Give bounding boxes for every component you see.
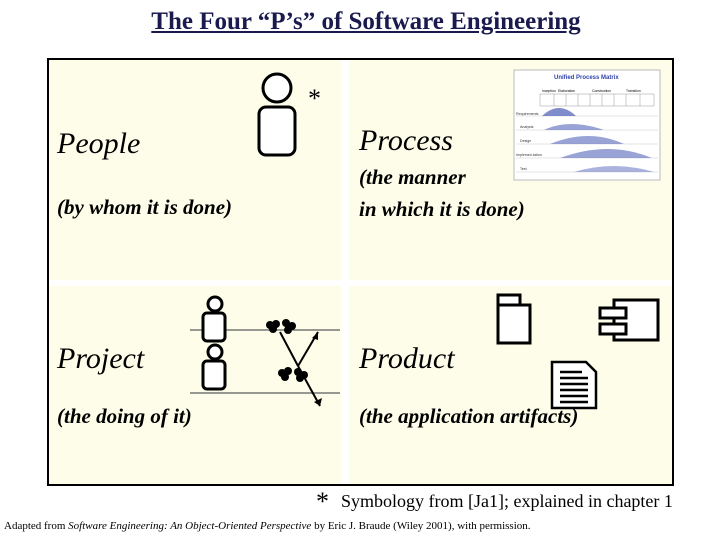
component-icon: [598, 298, 660, 342]
matrix-title: Unified Process Matrix: [554, 75, 619, 81]
project-heading: Project: [57, 342, 145, 375]
process-subtitle-line2: in which it is done): [359, 197, 525, 221]
credit-book-title: Software Engineering: An Object-Oriented…: [68, 520, 312, 532]
person-icon: [257, 72, 297, 157]
project-quadrant: [49, 286, 341, 484]
footnote: * Symbology from [Ja1]; explained in chap…: [316, 484, 673, 516]
document-icon: [550, 360, 598, 410]
matrix-phase-2: Elaboration: [558, 89, 575, 93]
matrix-workflow-3: Design: [520, 139, 531, 143]
matrix-workflow-1: Requirements: [516, 112, 539, 116]
project-people-icon: [190, 295, 340, 394]
matrix-workflow-5: Test: [520, 167, 527, 171]
asterisk-mark: *: [308, 84, 321, 113]
credit-suffix: by Eric J. Braude (Wiley 2001), with per…: [311, 520, 531, 532]
matrix-workflow-4: Implemen-tation: [516, 153, 542, 157]
package-icon: [496, 293, 532, 345]
horizontal-divider: [49, 281, 672, 284]
matrix-phase-4: Transition: [626, 89, 641, 93]
page-title: The Four “P’s” of Software Engineering: [151, 8, 581, 35]
project-network-icon: [266, 319, 322, 407]
people-subtitle: (by whom it is done): [57, 195, 233, 219]
people-quadrant: [49, 60, 341, 280]
process-heading: Process: [359, 124, 453, 157]
footnote-text: Symbology from [Ja1]; explained in chapt…: [341, 491, 673, 511]
matrix-phase-1: Inception: [542, 89, 556, 93]
process-matrix-image: Unified Process Matrix Inception Elabora…: [513, 69, 661, 181]
product-heading: Product: [359, 342, 455, 375]
process-subtitle-line1: (the manner: [359, 165, 466, 189]
matrix-phase-3: Construction: [592, 89, 611, 93]
quadrant-grid: [47, 58, 674, 486]
footnote-mark: *: [316, 487, 329, 516]
matrix-workflow-2: Analysis: [520, 125, 534, 129]
people-heading: People: [57, 127, 141, 160]
credit-line: Adapted from Software Engineering: An Ob…: [4, 520, 531, 532]
product-subtitle: (the application artifacts): [359, 404, 579, 428]
project-subtitle: (the doing of it): [57, 404, 192, 428]
vertical-divider: [343, 60, 346, 484]
credit-prefix: Adapted from: [4, 520, 69, 532]
